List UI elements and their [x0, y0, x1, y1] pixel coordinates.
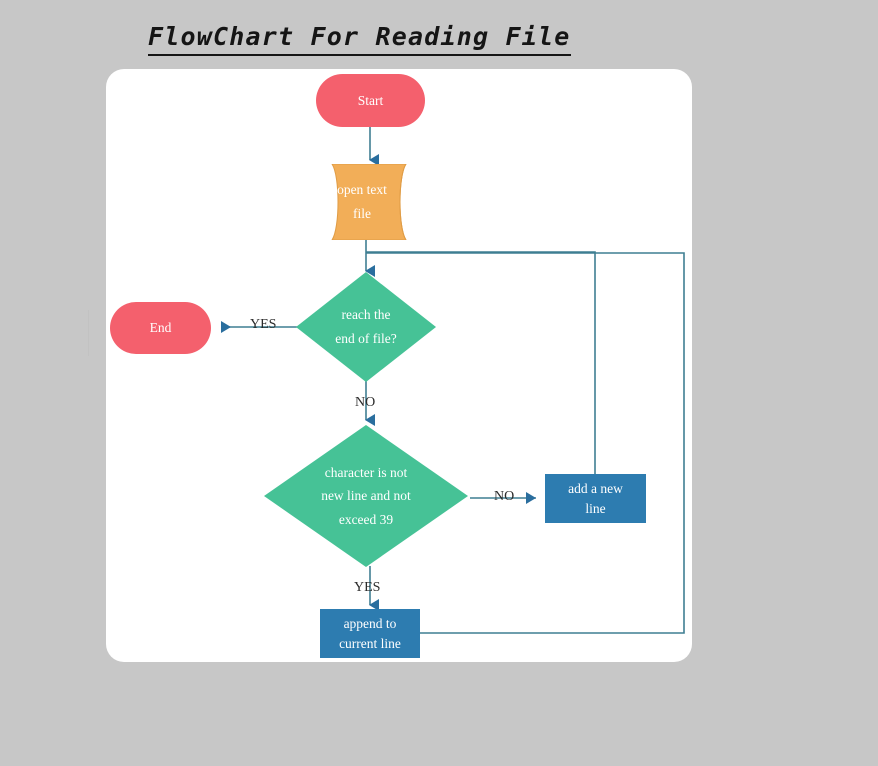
- edge-label-charcond-yes: YES: [354, 580, 381, 595]
- node-eof-line-1: reach the: [341, 307, 391, 323]
- node-char-line-3: exceed 39: [338, 511, 394, 527]
- edge-label-eof-no: NO: [355, 395, 376, 410]
- node-newline-line-1: add a new: [568, 480, 623, 496]
- node-start[interactable]: Start: [316, 74, 425, 127]
- node-reach-end-of-file-label: reach the end of file?: [296, 272, 436, 382]
- node-end[interactable]: End: [110, 302, 211, 354]
- node-open-text-file[interactable]: open text file: [320, 163, 418, 241]
- node-append-line-1: append to: [343, 615, 397, 631]
- node-start-line-1: Start: [357, 92, 384, 108]
- node-reach-end-of-file[interactable]: reach the end of file?: [296, 272, 436, 382]
- edge-label-eof-yes: YES: [250, 317, 277, 332]
- node-open-line-1: open text: [337, 181, 387, 197]
- edge-label-charcond-no: NO: [494, 489, 515, 504]
- node-character-condition[interactable]: character is not new line and not exceed…: [264, 425, 468, 567]
- node-char-line-1: character is not: [324, 464, 408, 480]
- node-char-line-2: new line and not: [321, 488, 411, 504]
- node-open-line-2: file: [353, 206, 371, 221]
- node-append-current-line[interactable]: append to current line: [320, 609, 420, 658]
- decision-shape: [264, 425, 468, 567]
- node-eof-line-2: end of file?: [335, 331, 397, 346]
- node-append-line-2: current line: [339, 635, 401, 651]
- background-artifact: [88, 310, 89, 356]
- node-newline-line-2: line: [585, 500, 606, 516]
- node-end-line-1: End: [149, 320, 172, 336]
- node-character-condition-label: character is not new line and not exceed…: [264, 425, 468, 567]
- decision-shape: [296, 272, 436, 382]
- node-add-new-line[interactable]: add a new line: [545, 474, 646, 523]
- node-open-text-file-label: open text file: [320, 164, 418, 240]
- page-title: FlowChart For Reading File: [148, 22, 571, 56]
